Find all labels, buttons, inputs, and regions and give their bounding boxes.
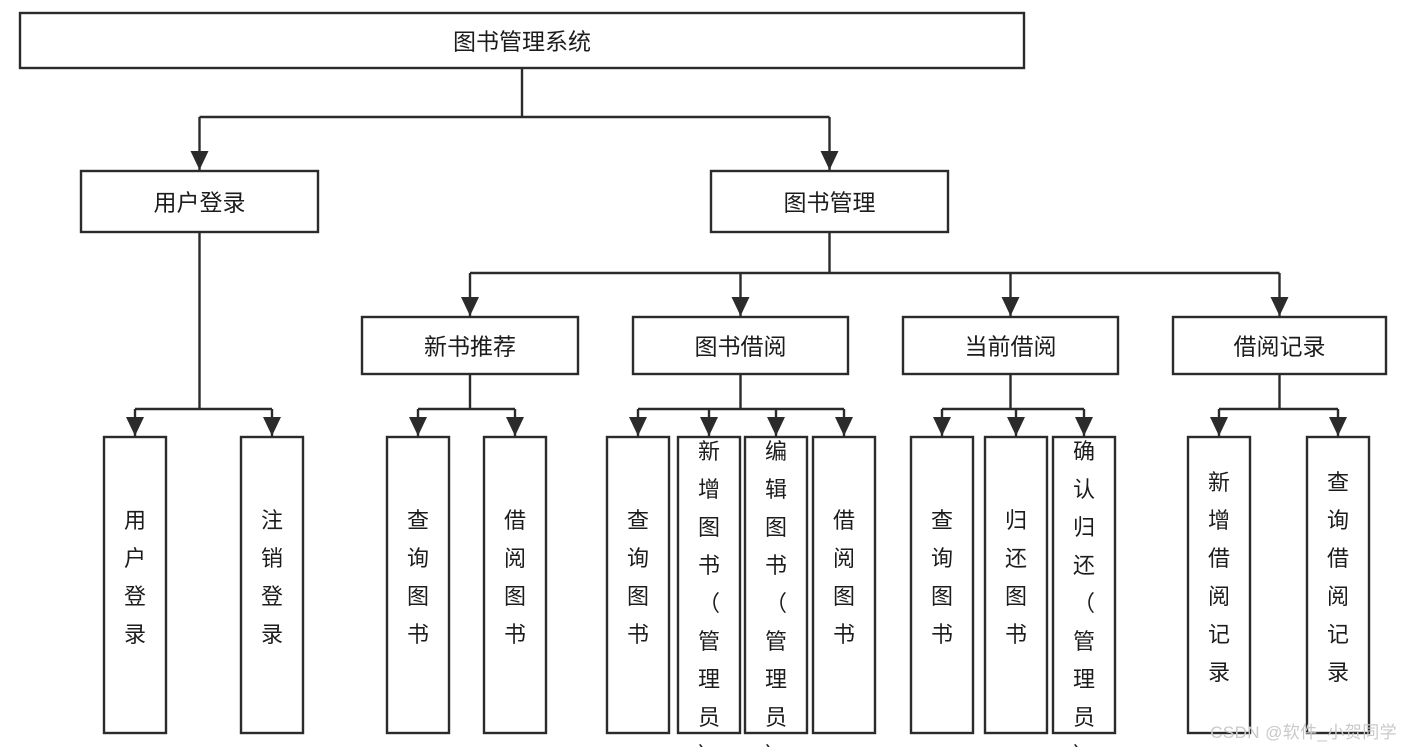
node-user-login-box[interactable] [79, 169, 320, 234]
node-leaf-query-book-3[interactable]: 查询图书 [909, 435, 975, 735]
node-leaf-edit-book-box[interactable] [743, 435, 809, 735]
node-book-manage[interactable]: 图书管理 [709, 169, 950, 234]
node-borrow-record-label: 借阅记录 [1234, 334, 1326, 360]
arrow-head-icon [820, 151, 839, 170]
node-leaf-confirm-return-label: 确认归还（管理员） [1073, 439, 1095, 747]
arrow-head-icon [506, 417, 524, 436]
node-layer: 图书管理系统用户登录图书管理新书推荐图书借阅当前借阅借阅记录用户登录注销登录查询… [18, 11, 1388, 747]
node-book-borrow-label: 图书借阅 [695, 334, 787, 360]
node-root-root-label: 图书管理系统 [453, 29, 591, 55]
node-leaf-confirm-return-box[interactable] [1051, 435, 1117, 735]
arrow-head-icon [1329, 417, 1347, 436]
node-leaf-borrow-book-1-label: 借阅图书 [504, 508, 526, 647]
node-book-borrow[interactable]: 图书借阅 [631, 315, 850, 376]
node-leaf-edit-book[interactable]: 编辑图书（管理员） [743, 435, 809, 747]
node-leaf-query-book-1-label: 查询图书 [407, 508, 429, 647]
arrow-head-icon [700, 417, 718, 436]
node-leaf-user-logout-label: 注销登录 [261, 508, 283, 647]
arrow-head-icon [1075, 417, 1093, 436]
arrow-head-icon [731, 297, 750, 316]
node-leaf-return-book-label: 归还图书 [1005, 508, 1027, 647]
node-leaf-query-book-1-box[interactable] [385, 435, 451, 735]
node-leaf-query-book-3-box[interactable] [909, 435, 975, 735]
node-leaf-add-record-label: 新增借阅记录 [1208, 470, 1230, 685]
node-leaf-borrow-book-2-label: 借阅图书 [833, 508, 855, 647]
arrow-head-icon [629, 417, 647, 436]
node-leaf-add-book-box[interactable] [676, 435, 742, 735]
node-leaf-user-logout-box[interactable] [239, 435, 305, 735]
node-leaf-query-book-2-box[interactable] [605, 435, 671, 735]
node-borrow-record-box[interactable] [1171, 315, 1388, 376]
node-leaf-borrow-book-1-box[interactable] [482, 435, 548, 735]
node-book-manage-box[interactable] [709, 169, 950, 234]
arrow-head-icon [1270, 297, 1289, 316]
node-leaf-query-record-label: 查询借阅记录 [1327, 470, 1349, 685]
node-leaf-query-record-box[interactable] [1305, 435, 1371, 735]
node-user-login-label: 用户登录 [154, 190, 246, 216]
arrow-head-icon [1007, 417, 1025, 436]
node-leaf-user-logout[interactable]: 注销登录 [239, 435, 305, 735]
arrow-head-icon [409, 417, 427, 436]
connector-layer [126, 68, 1347, 436]
node-user-login[interactable]: 用户登录 [79, 169, 320, 234]
node-leaf-add-book[interactable]: 新增图书（管理员） [676, 435, 742, 747]
node-leaf-return-book-box[interactable] [983, 435, 1049, 735]
node-leaf-query-record[interactable]: 查询借阅记录 [1305, 435, 1371, 735]
node-new-book-rec-box[interactable] [360, 315, 580, 376]
node-root-root[interactable]: 图书管理系统 [18, 11, 1026, 70]
node-leaf-query-book-1[interactable]: 查询图书 [385, 435, 451, 735]
node-new-book-rec[interactable]: 新书推荐 [360, 315, 580, 376]
node-book-borrow-box[interactable] [631, 315, 850, 376]
node-leaf-add-record-box[interactable] [1186, 435, 1252, 735]
arrow-head-icon [190, 151, 209, 170]
node-leaf-query-book-2[interactable]: 查询图书 [605, 435, 671, 735]
node-leaf-user-login[interactable]: 用户登录 [102, 435, 168, 735]
arrow-head-icon [263, 417, 281, 436]
arrow-head-icon [1001, 297, 1020, 316]
node-leaf-user-login-box[interactable] [102, 435, 168, 735]
node-current-borrow-box[interactable] [901, 315, 1120, 376]
node-leaf-add-book-label: 新增图书（管理员） [698, 439, 720, 747]
node-current-borrow-label: 当前借阅 [965, 334, 1057, 360]
node-leaf-borrow-book-2-box[interactable] [811, 435, 877, 735]
node-leaf-confirm-return[interactable]: 确认归还（管理员） [1051, 435, 1117, 747]
node-leaf-edit-book-label: 编辑图书（管理员） [765, 439, 787, 747]
arrow-head-icon [933, 417, 951, 436]
node-current-borrow[interactable]: 当前借阅 [901, 315, 1120, 376]
node-borrow-record[interactable]: 借阅记录 [1171, 315, 1388, 376]
node-book-manage-label: 图书管理 [784, 190, 876, 216]
node-leaf-query-book-2-label: 查询图书 [627, 508, 649, 647]
node-leaf-borrow-book-1[interactable]: 借阅图书 [482, 435, 548, 735]
arrow-head-icon [767, 417, 785, 436]
node-leaf-query-book-3-label: 查询图书 [931, 508, 953, 647]
arrow-head-icon [1210, 417, 1228, 436]
node-new-book-rec-label: 新书推荐 [424, 334, 516, 360]
arrow-head-icon [835, 417, 853, 436]
arrow-head-icon [461, 297, 479, 316]
node-leaf-add-record[interactable]: 新增借阅记录 [1186, 435, 1252, 735]
node-root-root-box[interactable] [18, 11, 1026, 70]
arrow-head-icon [126, 417, 144, 436]
node-leaf-borrow-book-2[interactable]: 借阅图书 [811, 435, 877, 735]
node-leaf-return-book[interactable]: 归还图书 [983, 435, 1049, 735]
node-leaf-user-login-label: 用户登录 [124, 508, 146, 647]
